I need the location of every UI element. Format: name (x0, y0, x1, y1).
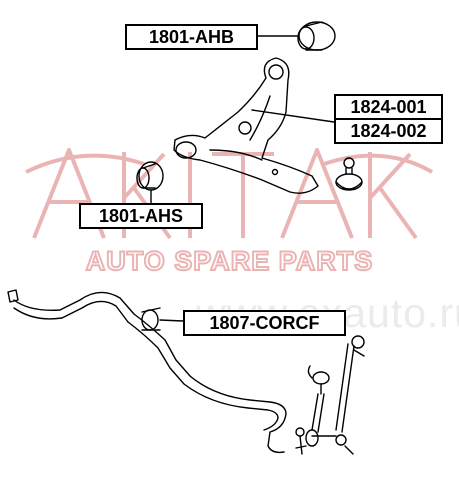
stabilizer-link-drawing (295, 335, 365, 455)
rear-bushing-drawing (297, 21, 336, 51)
part-label-1824-stack: 1824-001 1824-002 (334, 94, 443, 144)
leader-lines (150, 35, 335, 322)
part-label-1824-001: 1824-001 (350, 97, 427, 117)
akitaka-logo-watermark (25, 148, 434, 240)
control-arm-drawing (173, 57, 319, 194)
part-label-1801-ahs: 1801-AHS (79, 203, 203, 229)
front-bushing-drawing (136, 161, 164, 191)
part-label-1801-ahb: 1801-AHB (125, 24, 258, 50)
part-label-1807-corcf: 1807-CORCF (183, 310, 346, 336)
part-label-1824-002: 1824-002 (336, 118, 441, 142)
tagline-watermark: AUTO SPARE PARTS (85, 245, 374, 277)
stabilizer-bar-drawing (7, 289, 287, 454)
ball-joint-drawing (335, 157, 363, 191)
